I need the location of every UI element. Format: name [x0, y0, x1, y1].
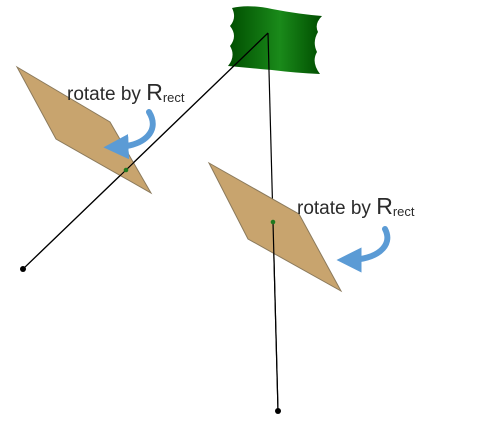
endpoint-left: [20, 266, 26, 272]
rotate-label-right: rotate by Rrect: [297, 193, 415, 219]
green-block: [228, 6, 322, 75]
paper-right: [207, 161, 343, 293]
anchor-dot-left: [123, 167, 129, 173]
endpoint-right: [275, 408, 281, 414]
projection-line-right-front: [272, 221, 279, 412]
paper-left: [15, 65, 153, 195]
projection-line-left-front: [22, 169, 127, 270]
projection-line-left-top: [125, 32, 269, 171]
anchor-dot-right: [270, 219, 276, 225]
curved-arrow-icon: [103, 109, 156, 160]
curved-arrow-icon: [336, 226, 391, 273]
rotate-label-left: rotate by Rrect: [67, 79, 185, 105]
